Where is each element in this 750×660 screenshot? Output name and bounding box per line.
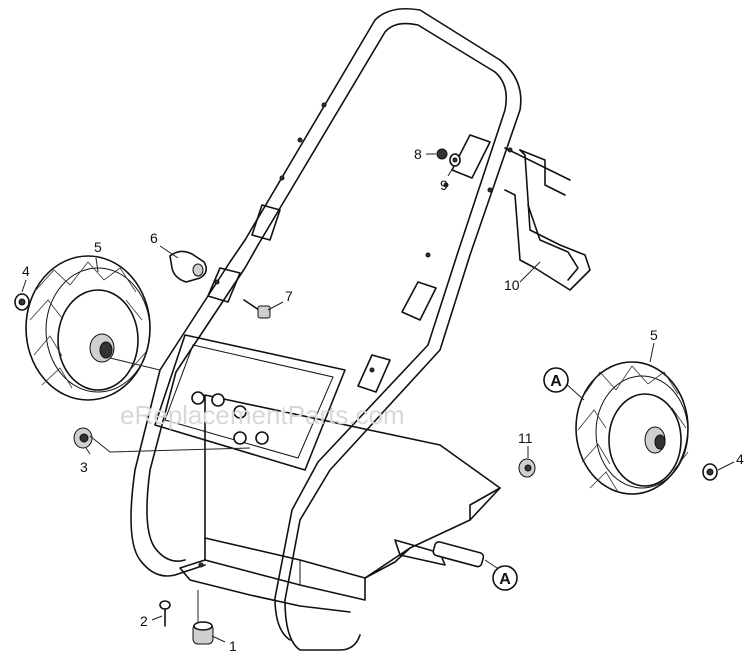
watermark: eReplacementParts.com [120, 400, 405, 430]
svg-text:A: A [550, 373, 562, 390]
svg-text:A: A [499, 571, 511, 588]
label-part-7: 7 [285, 288, 293, 304]
left-wheel [25, 255, 151, 401]
part-hose-bracket-10 [487, 147, 591, 291]
part-washer-4-right [702, 463, 718, 481]
callout-a-axle: A [492, 565, 518, 591]
part-foot-1 [192, 621, 214, 645]
label-part-4-left: 4 [22, 263, 30, 279]
axle [394, 539, 501, 571]
part-washer-9 [449, 153, 461, 167]
label-part-9: 9 [440, 177, 448, 193]
label-part-10: 10 [504, 277, 520, 293]
part-washer-4-left [14, 293, 30, 311]
leader-lines [21, 153, 735, 643]
label-part-8: 8 [414, 146, 422, 162]
part-screw-2 [159, 600, 171, 627]
label-part-5-right: 5 [650, 327, 658, 343]
part-knob-6 [169, 250, 208, 283]
label-part-1: 1 [229, 638, 237, 654]
label-part-5-left: 5 [94, 239, 102, 255]
label-part-2: 2 [140, 613, 148, 629]
part-number-labels: 1 2 3 4 4 5 5 6 7 8 9 10 11 [22, 146, 744, 654]
label-part-6: 6 [150, 230, 158, 246]
part-cap-11 [518, 458, 536, 478]
part-nut-8 [436, 148, 448, 160]
right-wheel [575, 361, 689, 495]
base-tray [179, 394, 501, 613]
label-part-4-right: 4 [736, 451, 744, 467]
handle-frame [130, 7, 522, 651]
part-nut-3 [73, 427, 93, 449]
part-bolt-7 [243, 299, 271, 319]
label-part-11: 11 [518, 430, 533, 446]
callout-a-right-wheel: A [543, 367, 569, 393]
label-part-3: 3 [80, 459, 88, 475]
